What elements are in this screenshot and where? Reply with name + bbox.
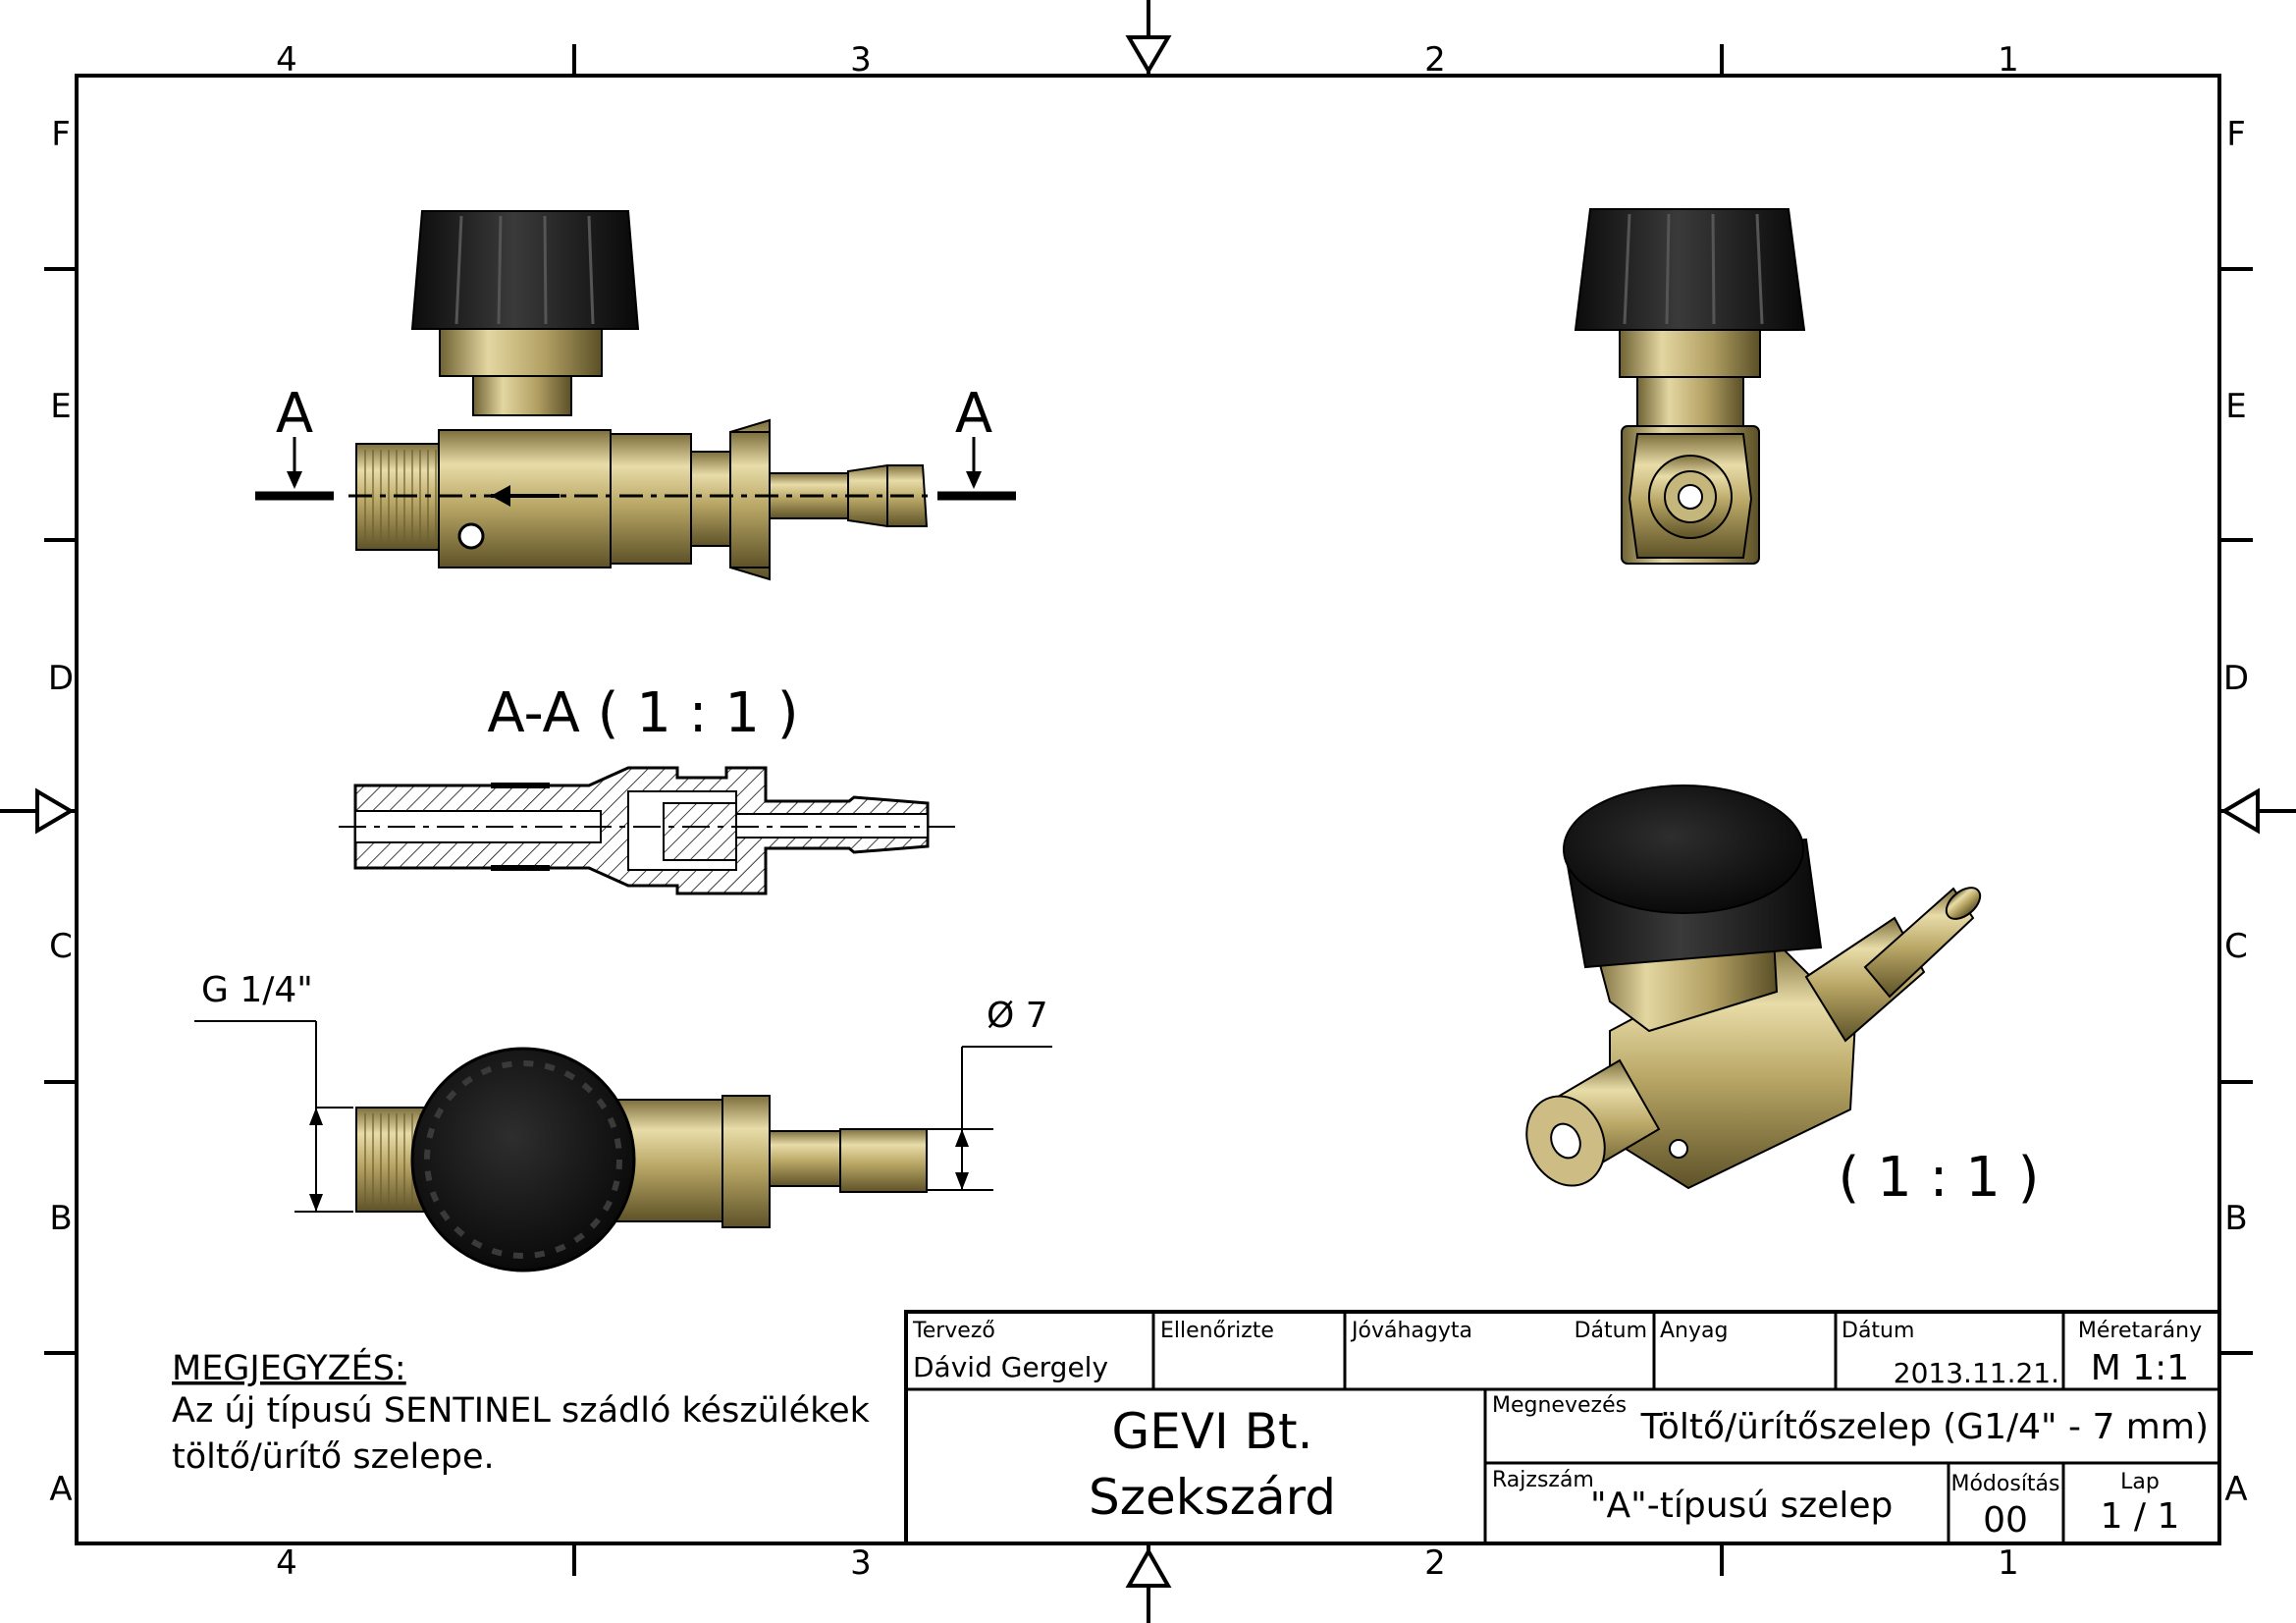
zone-col-top-4: 4 xyxy=(276,40,297,80)
sheet-value: 1 / 1 xyxy=(2101,1496,2180,1537)
section-view-label: A-A ( 1 : 1 ) xyxy=(487,681,798,745)
zone-col-top-1: 1 xyxy=(1998,40,2019,80)
drawing-no-value: "A"-típusú szelep xyxy=(1590,1486,1893,1526)
zone-col-bottom-4: 4 xyxy=(276,1543,297,1583)
note-heading: MEGJEGYZÉS: xyxy=(172,1347,406,1388)
revision-label: Módosítás xyxy=(1950,1472,2059,1496)
zone-row-left-b: B xyxy=(49,1199,72,1238)
zone-row-right-e: E xyxy=(2225,387,2246,426)
zone-row-left-c: C xyxy=(49,927,73,966)
knob-iso xyxy=(1563,784,1804,914)
knob-front xyxy=(410,210,640,330)
knob-top xyxy=(410,1047,636,1272)
approved-label: Jóváhagyta xyxy=(1350,1319,1472,1343)
zone-row-right-b: B xyxy=(2224,1199,2247,1238)
note-line-2: töltő/ürítő szelepe. xyxy=(172,1437,495,1477)
scale-label: Méretarány xyxy=(2078,1319,2202,1343)
company-line-2: Szekszárd xyxy=(1089,1469,1336,1526)
hose-dimension: Ø 7 xyxy=(987,996,1048,1036)
zone-col-bottom-2: 2 xyxy=(1424,1543,1446,1583)
scale-value: M 1:1 xyxy=(2091,1348,2189,1388)
zone-row-right-c: C xyxy=(2224,927,2248,966)
revision-value: 00 xyxy=(1983,1500,2028,1541)
section-cut-letter-left: A xyxy=(276,382,313,446)
zone-row-right-d: D xyxy=(2223,659,2249,698)
zone-labels: 4 3 2 1 4 3 2 1 F E D C B A F E D C B A xyxy=(48,40,2249,1583)
zone-ticks xyxy=(44,44,2253,1576)
zone-row-left-f: F xyxy=(51,115,71,154)
zone-row-left-e: E xyxy=(50,387,71,426)
zone-col-top-3: 3 xyxy=(850,40,872,80)
zone-col-bottom-1: 1 xyxy=(1998,1543,2019,1583)
checked-label: Ellenőrizte xyxy=(1160,1319,1274,1343)
knob-side xyxy=(1574,208,1806,331)
title-block: Tervező Dávid Gergely Ellenőrizte Jóváha… xyxy=(904,1310,2221,1545)
designer-value: Dávid Gergely xyxy=(913,1351,1108,1383)
isometric-view: ( 1 : 1 ) xyxy=(1525,784,2040,1210)
zone-row-right-f: F xyxy=(2226,115,2246,154)
drawing-no-label: Rajzszám xyxy=(1492,1468,1594,1492)
zone-row-left-a: A xyxy=(49,1470,72,1509)
top-view: G 1/4" Ø 7 xyxy=(194,970,1052,1272)
thread-dimension: G 1/4" xyxy=(201,970,313,1010)
company-line-1: GEVI Bt. xyxy=(1112,1403,1313,1460)
side-view xyxy=(1574,208,1806,565)
note-line-1: Az új típusú SENTINEL szádló készülékek xyxy=(172,1391,871,1431)
date-label-1: Dátum xyxy=(1575,1319,1647,1343)
note-block: MEGJEGYZÉS: Az új típusú SENTINEL szádló… xyxy=(172,1347,871,1477)
section-view: A-A ( 1 : 1 ) xyxy=(339,681,957,895)
zone-row-right-a: A xyxy=(2224,1470,2247,1509)
designer-label: Tervező xyxy=(912,1319,995,1343)
material-label: Anyag xyxy=(1660,1319,1728,1343)
vent-hole xyxy=(457,522,485,550)
name-value: Töltő/ürítőszelep (G1/4" - 7 mm) xyxy=(1640,1407,2209,1447)
name-label: Megnevezés xyxy=(1492,1393,1627,1418)
sheet-label: Lap xyxy=(2120,1470,2160,1494)
front-view: A A xyxy=(255,210,1016,581)
date-label-2: Dátum xyxy=(1842,1319,1914,1343)
section-cut-letter-right: A xyxy=(955,382,992,446)
zone-col-top-2: 2 xyxy=(1424,40,1446,80)
date-value: 2013.11.21. xyxy=(1894,1357,2059,1389)
zone-col-bottom-3: 3 xyxy=(850,1543,872,1583)
zone-row-left-d: D xyxy=(48,659,74,698)
isometric-scale-label: ( 1 : 1 ) xyxy=(1838,1146,2039,1210)
